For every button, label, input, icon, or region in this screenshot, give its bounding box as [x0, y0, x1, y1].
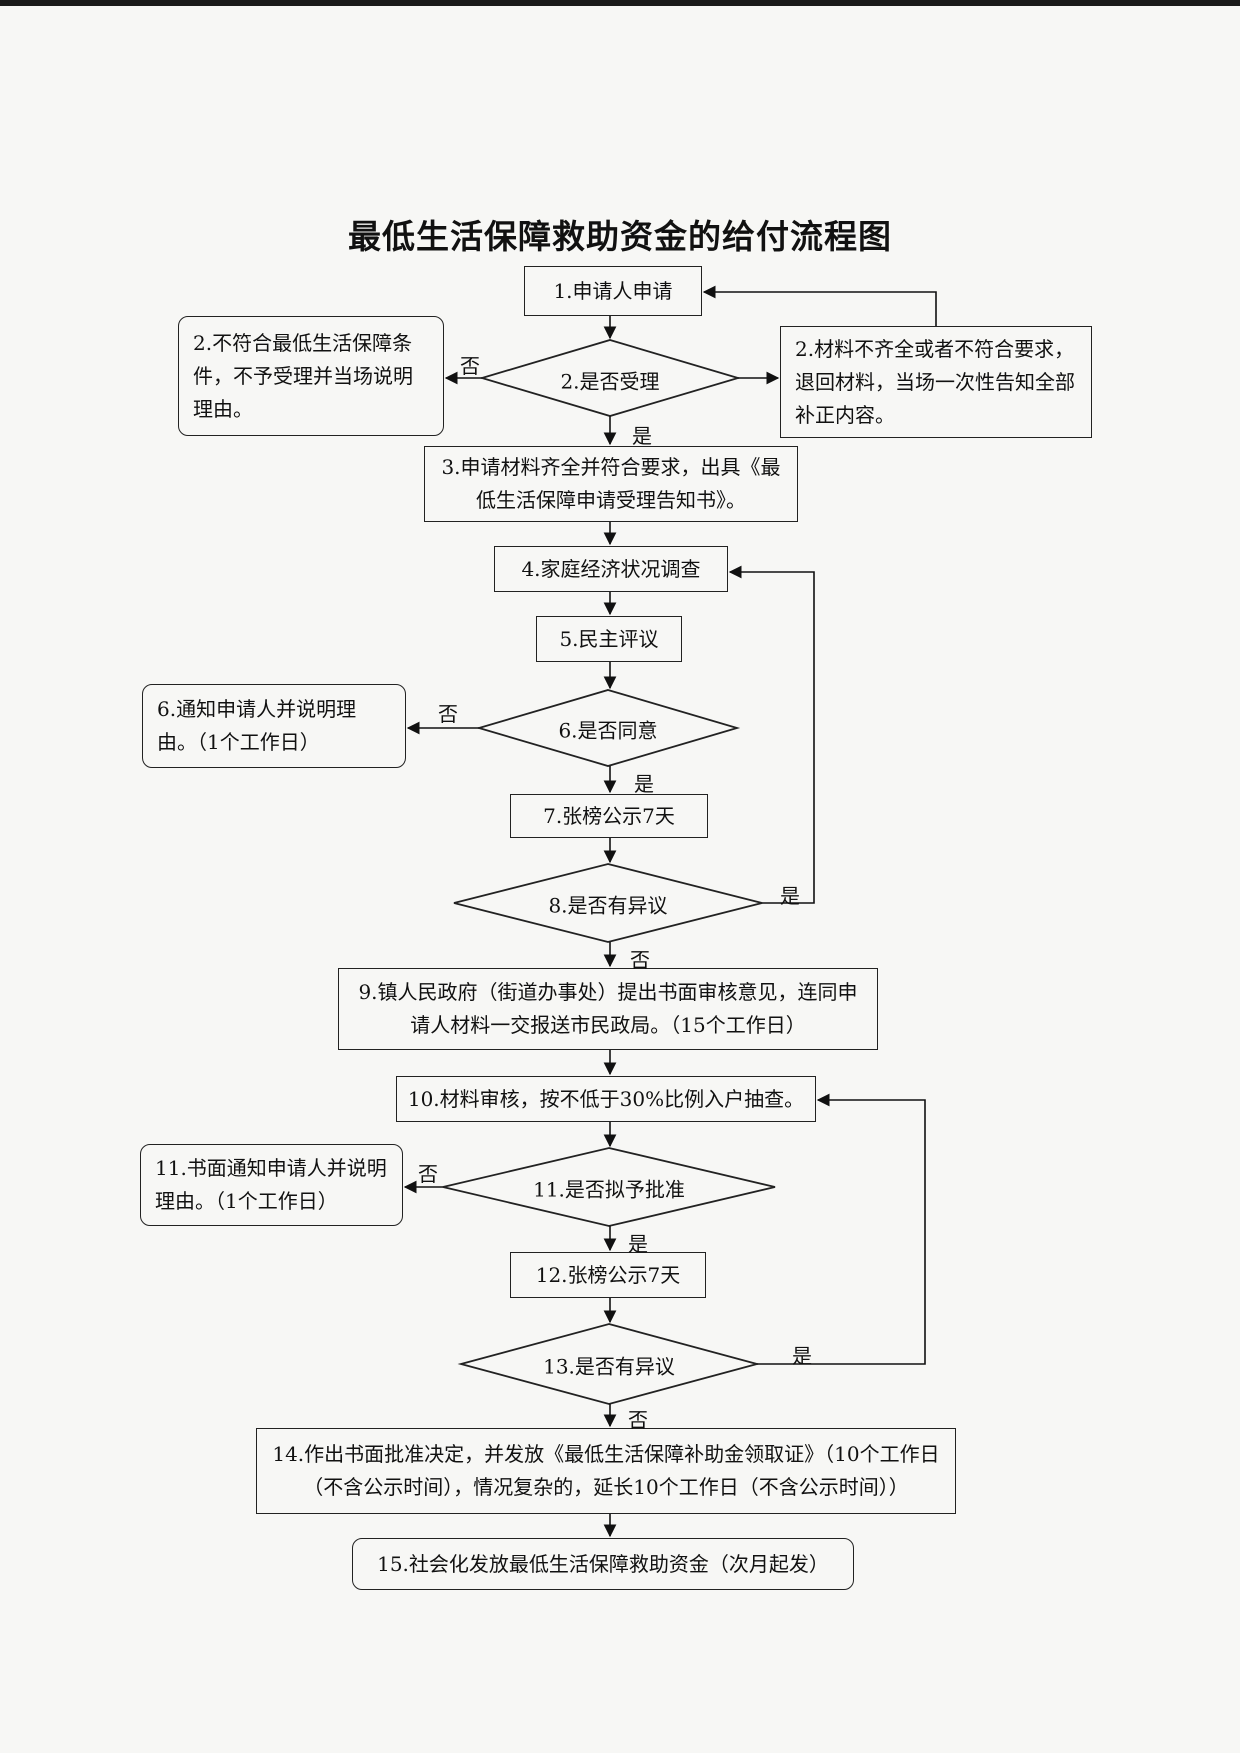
- edge-return-to-1: [702, 285, 937, 326]
- edge-label-11-yes: 是: [628, 1232, 648, 1256]
- node-6-notify: 6.通知申请人并说明理由。（1个工作日）: [142, 684, 406, 768]
- decision-2-label: 2.是否受理: [560, 369, 660, 394]
- node-2-reject: 2.不符合最低生活保障条件，不予受理并当场说明理由。: [178, 316, 444, 436]
- edge-13-loop-10: [757, 1093, 926, 1365]
- node-2-return: 2.材料不齐全或者不符合要求，退回材料，当场一次性告知全部补正内容。: [780, 326, 1092, 438]
- node-10-audit: 10.材料审核，按不低于30%比例入户抽查。: [396, 1076, 816, 1122]
- edge-8-loop-4: [728, 565, 815, 904]
- edge-label-8-yes: 是: [780, 884, 800, 908]
- decision-6-shape: [475, 689, 741, 767]
- edge-label-8-no: 否: [630, 948, 650, 972]
- decision-13-label: 13.是否有异议: [543, 1354, 675, 1379]
- node-11-notify: 11.书面通知申请人并说明理由。（1个工作日）: [140, 1144, 403, 1226]
- page-title: 最低生活保障救助资金的给付流程图: [348, 217, 892, 256]
- edge-label-13-no: 否: [628, 1408, 648, 1432]
- edge-label-6-no: 否: [438, 702, 458, 726]
- node-14-approve: 14.作出书面批准决定，并发放《最低生活保障补助金领取证》（10个工作日（不含公…: [256, 1428, 956, 1514]
- decision-8-label: 8.是否有异议: [548, 893, 668, 918]
- edge-label-13-yes: 是: [792, 1344, 812, 1368]
- decision-8-shape: [453, 863, 763, 943]
- node-3-accept: 3.申请材料齐全并符合要求，出具《最低生活保障申请受理告知书》。: [424, 446, 798, 522]
- node-9-township-review: 9.镇人民政府（街道办事处）提出书面审核意见，连同申请人材料一交报送市民政局。（…: [338, 968, 878, 1050]
- decision-11-label: 11.是否拟予批准: [533, 1177, 685, 1202]
- decision-6-label: 6.是否同意: [558, 718, 658, 743]
- decision-11-shape: [442, 1147, 776, 1227]
- decision-13-shape: [457, 1323, 761, 1405]
- edge-label-2-no: 否: [460, 354, 480, 378]
- edge-label-2-yes: 是: [632, 424, 652, 448]
- node-5-review: 5.民主评议: [536, 616, 682, 662]
- scan-edge: [0, 0, 1240, 6]
- edge-label-6-yes: 是: [634, 772, 654, 796]
- node-7-publicize: 7.张榜公示7天: [510, 794, 708, 838]
- node-12-publicize: 12.张榜公示7天: [510, 1252, 706, 1298]
- edge-label-11-no: 否: [418, 1162, 438, 1186]
- node-1-apply: 1.申请人申请: [524, 266, 702, 316]
- node-15-disburse: 15.社会化发放最低生活保障救助资金（次月起发）: [352, 1538, 854, 1590]
- node-4-survey: 4.家庭经济状况调查: [494, 546, 728, 592]
